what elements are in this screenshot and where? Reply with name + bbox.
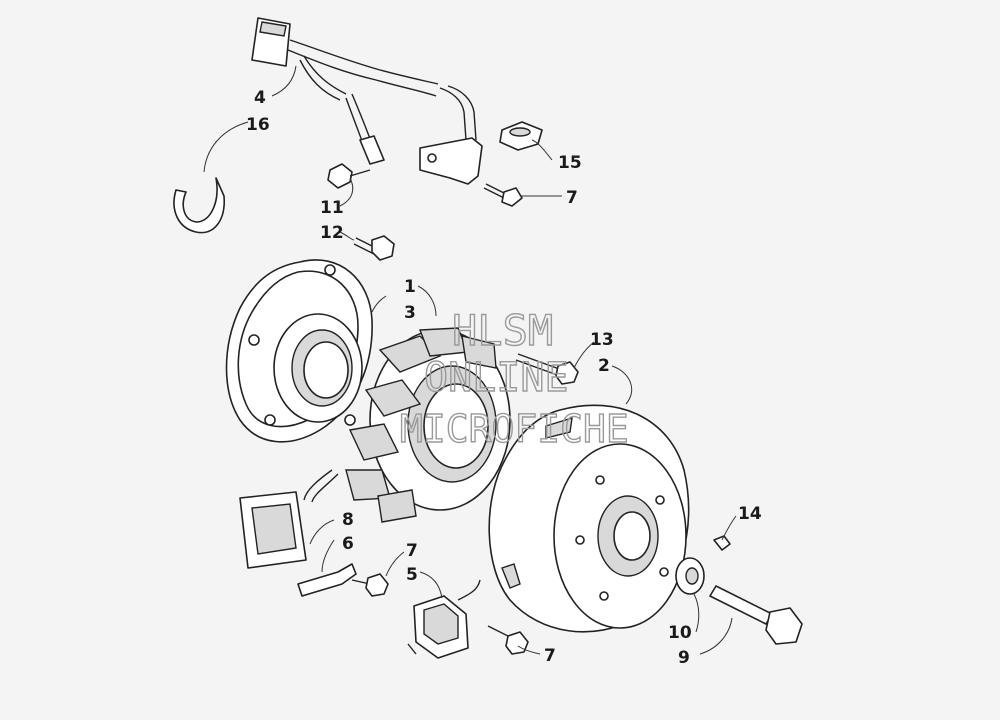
callout-7: 7 bbox=[566, 188, 578, 208]
callout-3: 3 bbox=[404, 303, 416, 323]
flywheel-part bbox=[488, 404, 690, 633]
bolt-part bbox=[515, 353, 579, 385]
key-part bbox=[713, 535, 731, 551]
pulser-coil-part bbox=[407, 579, 481, 659]
bolt-part bbox=[709, 585, 803, 645]
bracket-part bbox=[297, 563, 357, 597]
clamp-part bbox=[173, 177, 225, 234]
callout-12: 12 bbox=[320, 223, 344, 243]
wire-harness-part bbox=[251, 17, 477, 165]
washer-part bbox=[675, 557, 705, 595]
callout-13: 13 bbox=[590, 330, 614, 350]
bolt-part bbox=[487, 625, 529, 655]
callout-11: 11 bbox=[320, 198, 344, 218]
watermark: HLSM ONLINE MICROFICHE bbox=[399, 305, 629, 451]
callout-2: 2 bbox=[598, 356, 610, 376]
bolt-part bbox=[353, 235, 395, 261]
callout-4: 4 bbox=[254, 88, 266, 108]
wire-bracket-part bbox=[419, 137, 483, 185]
stator-part bbox=[303, 327, 511, 523]
callout-6: 6 bbox=[342, 534, 354, 554]
callout-15: 15 bbox=[558, 153, 582, 173]
screw-part bbox=[327, 163, 371, 189]
leader-lines bbox=[203, 65, 737, 655]
bolt-part bbox=[351, 573, 389, 597]
callout-10: 10 bbox=[668, 623, 692, 643]
callout-7: 7 bbox=[544, 646, 556, 666]
callout-16: 16 bbox=[246, 115, 270, 135]
watermark-line-2: ONLINE bbox=[424, 355, 569, 401]
pulser-cover-part bbox=[239, 491, 307, 569]
grommet-part bbox=[499, 121, 543, 151]
watermark-line-1: HLSM bbox=[452, 306, 553, 355]
callout-7: 7 bbox=[406, 541, 418, 561]
callout-labels: 4 16 15 7 11 12 1 3 13 2 8 6 7 5 7 14 10… bbox=[246, 88, 762, 668]
callout-9: 9 bbox=[678, 648, 690, 668]
callout-14: 14 bbox=[738, 504, 762, 524]
callout-5: 5 bbox=[406, 565, 418, 585]
watermark-line-3: MICROFICHE bbox=[400, 407, 629, 451]
callout-8: 8 bbox=[342, 510, 354, 530]
bolt-part bbox=[483, 183, 523, 207]
callout-1: 1 bbox=[404, 277, 416, 297]
back-plate-part bbox=[225, 259, 373, 443]
